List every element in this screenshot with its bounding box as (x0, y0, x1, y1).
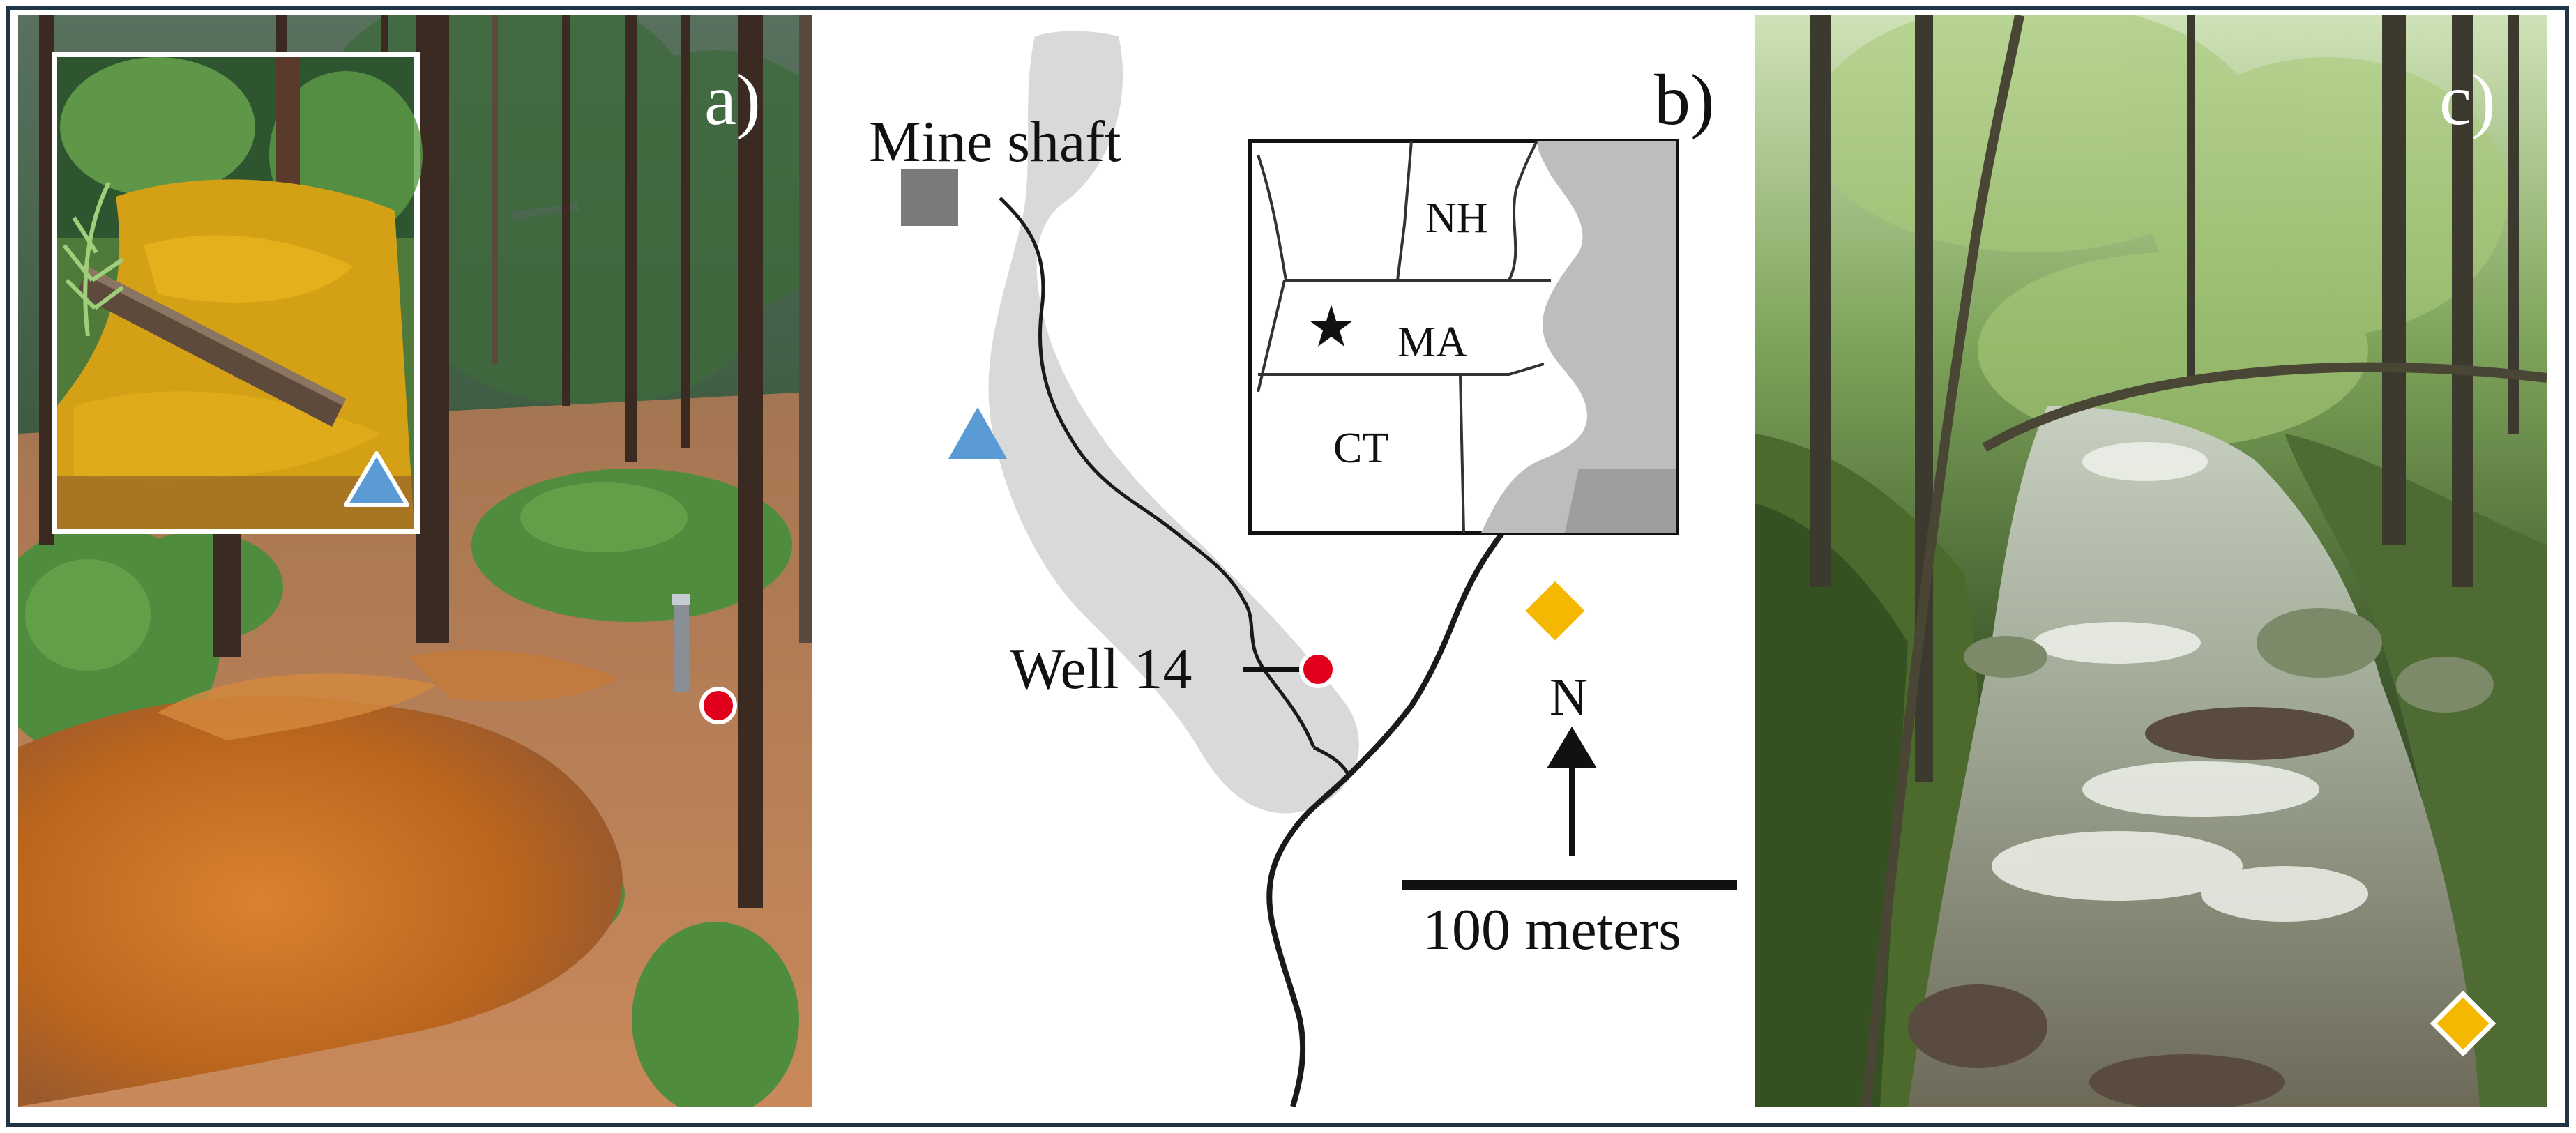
contamination-plume (988, 31, 1359, 814)
triangle-marker-a (344, 451, 409, 507)
panel-b-map: b) Mine shaft Well 14 N 100 meters NH MA… (812, 15, 1755, 1107)
north-arrow-icon (1547, 727, 1597, 768)
well-pipe (674, 595, 689, 692)
diamond-marker-c (2430, 990, 2497, 1057)
stream-main (1266, 522, 1512, 1107)
panel-c-label: c) (2439, 60, 2496, 140)
inset-label-ma: MA (1397, 319, 1467, 366)
triangle-marker-b (948, 407, 1007, 459)
mine-shaft-marker (901, 169, 958, 226)
panel-c-scene (1755, 15, 2547, 1107)
scale-label: 100 meters (1423, 897, 1681, 962)
panel-a-scene (18, 15, 812, 1107)
inset-map (1248, 139, 1679, 535)
well-marker-a (699, 687, 737, 724)
study-site-star-icon (1310, 305, 1353, 347)
north-label: N (1550, 668, 1588, 727)
scale-bar (1402, 880, 1737, 890)
well-14-label: Well 14 (1010, 637, 1192, 701)
inset-label-ct: CT (1333, 425, 1389, 472)
map-canvas (901, 31, 1737, 1107)
well-14-marker (1299, 651, 1337, 688)
inset-label-nh: NH (1425, 195, 1488, 242)
panel-a-label: a) (704, 60, 761, 140)
panel-b-label: b) (1654, 60, 1715, 140)
inset-photo (52, 52, 423, 534)
diamond-marker-b (1525, 581, 1585, 641)
mine-shaft-label: Mine shaft (869, 109, 1121, 174)
panel-a-photo: a) (18, 15, 812, 1107)
panel-c-photo: c) (1755, 15, 2547, 1107)
